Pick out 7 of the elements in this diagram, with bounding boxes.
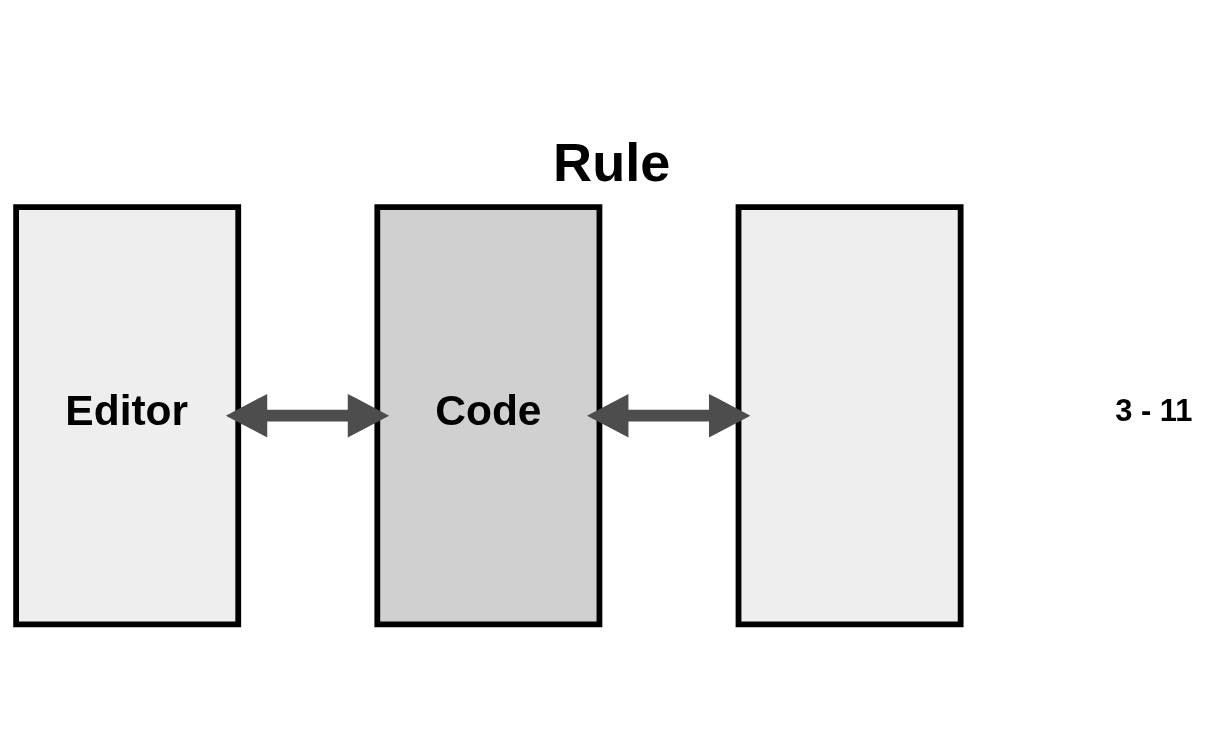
node-box: Editor	[13, 203, 242, 627]
arrow	[587, 393, 751, 437]
arrow	[225, 393, 390, 437]
label: 3 - 11	[1115, 392, 1193, 428]
node-box	[735, 203, 964, 627]
diagram-title: Rule	[553, 131, 671, 192]
node-box: Code	[374, 203, 603, 627]
